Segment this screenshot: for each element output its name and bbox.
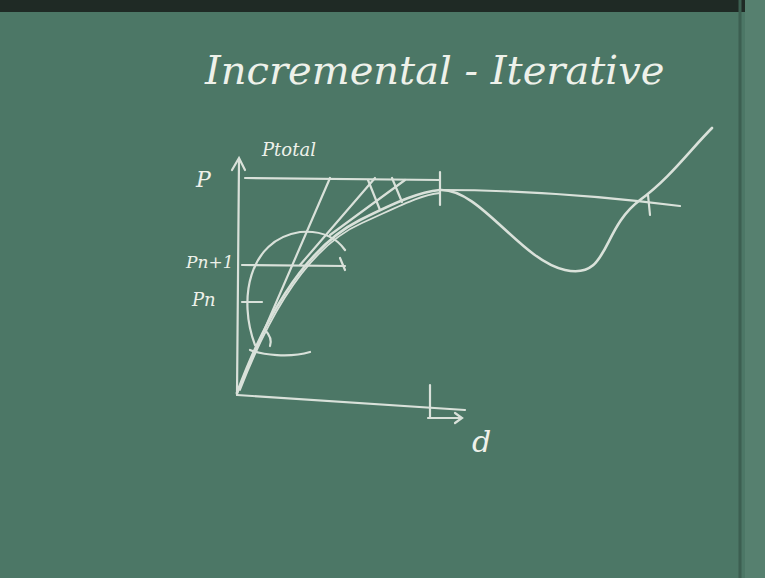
board-title: Incremental - Iterative [205, 48, 664, 92]
load-label: Ptotal [262, 140, 316, 160]
axis-label: d [472, 425, 491, 458]
load-label: Pn [192, 290, 216, 310]
axis-label: P [196, 168, 211, 192]
load-label: Pn+1 [186, 253, 233, 272]
